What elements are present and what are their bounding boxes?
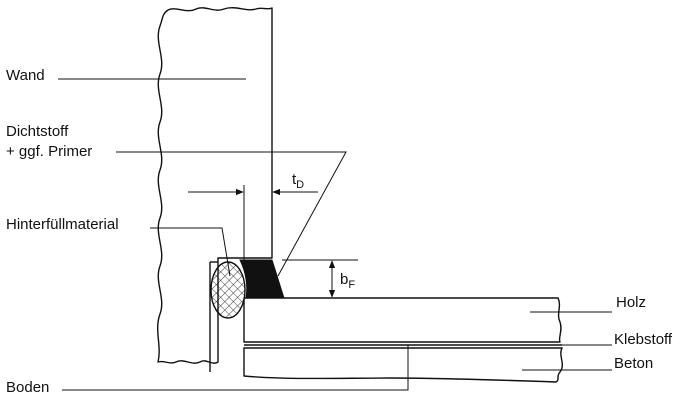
label-boden: Boden: [6, 379, 49, 396]
label-dichtstoff: Dichtstoff: [6, 123, 69, 140]
callout-wand: Wand: [6, 67, 246, 84]
label-hinterfuellmaterial: Hinterfüllmaterial: [6, 216, 119, 233]
concrete-slab: [243, 347, 563, 383]
label-t-dimension: tD: [292, 171, 304, 191]
floor-edge: [209, 261, 218, 372]
backer-rod: [210, 261, 246, 319]
callout-boden: Boden: [6, 345, 409, 396]
label-beton: Beton: [614, 355, 653, 372]
thickness-dimension: tD: [188, 171, 318, 260]
label-wand: Wand: [6, 67, 45, 84]
label-klebstoff: Klebstoff: [614, 331, 673, 348]
label-b-dimension: bF: [340, 271, 355, 291]
callout-dichtstoff: Dichtstoff + ggf. Primer: [6, 123, 347, 277]
label-holz: Holz: [616, 294, 646, 311]
wood-floor: [243, 297, 562, 343]
sealant: [239, 259, 285, 299]
callout-klebstoff: Klebstoff: [556, 331, 673, 348]
callout-beton: Beton: [522, 355, 653, 372]
depth-dimension: bF: [282, 259, 358, 298]
wall: [157, 7, 273, 364]
label-primer: + ggf. Primer: [6, 143, 92, 160]
callout-hinterfuell: Hinterfüllmaterial: [6, 216, 231, 277]
callout-holz: Holz: [530, 294, 646, 313]
